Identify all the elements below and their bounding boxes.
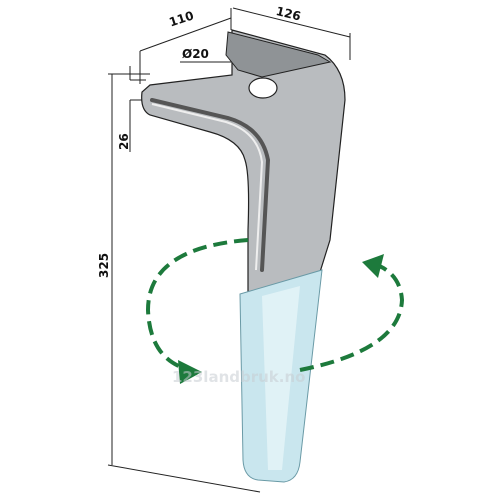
dim-325-label: 325: [97, 253, 111, 278]
dim-26-label: 26: [117, 133, 131, 150]
watermark: 123landbruk.no: [172, 368, 305, 386]
dim-126-label: 126: [275, 4, 303, 24]
mount-hole: [248, 77, 278, 99]
rotation-arrows-icon: [145, 238, 405, 372]
tine-fold: [150, 98, 271, 272]
dim-110-label: 110: [167, 8, 195, 29]
arrow-head-right: [362, 254, 384, 278]
tine-main-shape: [141, 29, 346, 295]
tine-fold-highlight: [151, 103, 264, 271]
dimension-lines: [107, 7, 351, 493]
tine-top-tab: [225, 31, 332, 78]
arrow-head-left: [178, 360, 202, 384]
tip-shine: [262, 286, 300, 470]
dim-hole-label: Ø20: [182, 47, 209, 61]
tine-body: [141, 29, 346, 483]
